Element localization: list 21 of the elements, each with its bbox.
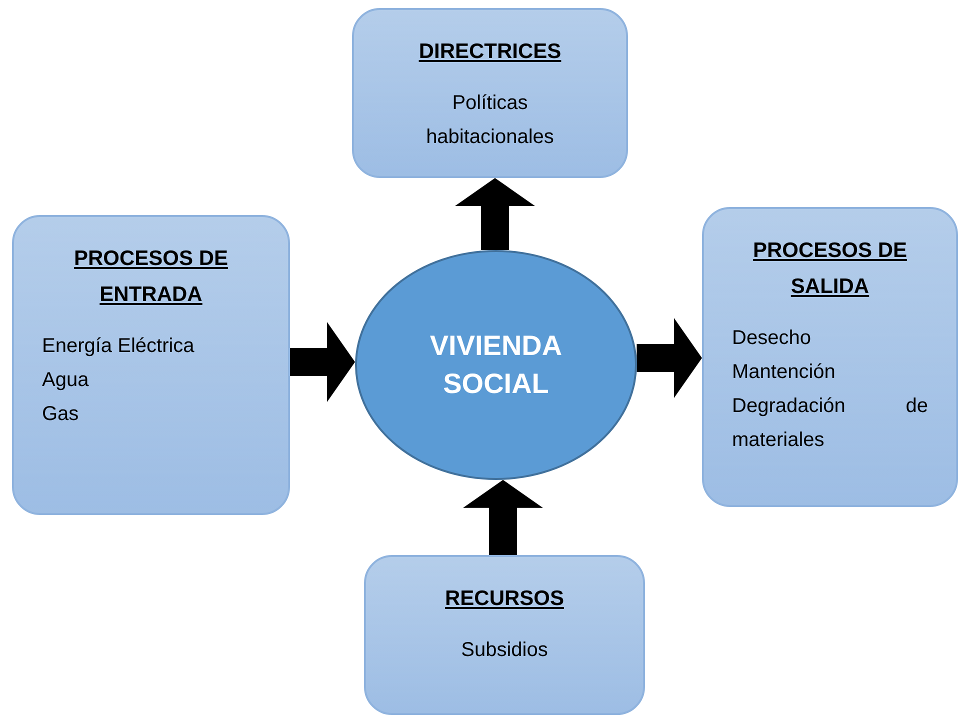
block-arrow [636, 318, 702, 398]
box-text: Degradación de materiales [732, 394, 928, 453]
box-text: Agua [42, 368, 90, 393]
box-heading: RECURSOS [444, 586, 564, 612]
block-arrow [455, 178, 535, 250]
box-heading: DIRECTRICES [418, 39, 562, 65]
rounded-box [702, 207, 958, 507]
box-text: Políticas habitacionales [425, 91, 555, 150]
box-text: Gas [42, 402, 80, 427]
block-arrow [290, 322, 356, 402]
box-text: Desecho [732, 326, 812, 351]
rounded-box [364, 555, 645, 715]
box-text: Mantención [732, 360, 836, 385]
box-heading: PROCESOS DE SALIDA [752, 238, 908, 300]
box-text: Subsidios [461, 638, 548, 663]
box-text: Energía Eléctrica [42, 334, 196, 359]
rounded-box [352, 8, 628, 178]
ellipse-label: VIVIENDA SOCIAL [428, 329, 564, 401]
rounded-box [12, 215, 290, 515]
block-arrow [463, 480, 543, 555]
box-heading: PROCESOS DE ENTRADA [72, 246, 230, 308]
